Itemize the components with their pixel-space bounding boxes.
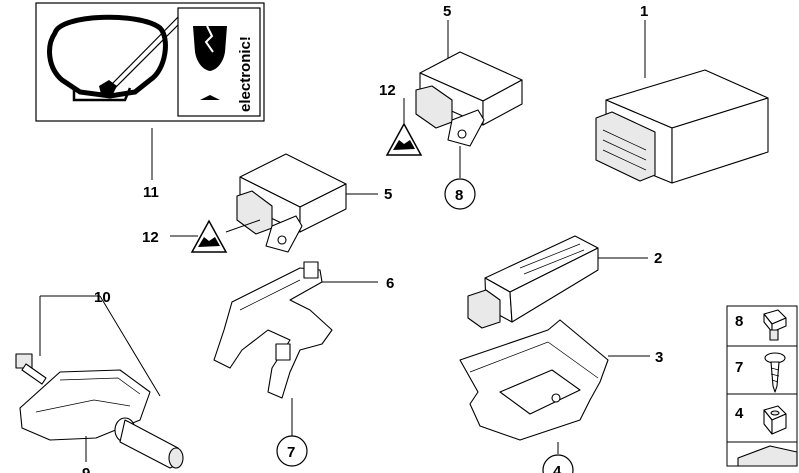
warning-text: electronic! — [237, 36, 254, 112]
fragile-glass-icon — [193, 25, 227, 100]
tire-sensor-icon — [47, 9, 186, 102]
antenna-part — [467, 235, 599, 329]
screw-icon — [764, 352, 786, 393]
bracket-part — [213, 261, 333, 399]
tpms-module-middle-part — [236, 153, 347, 253]
callout-9: 9 — [82, 465, 90, 473]
callout-3: 3 — [655, 349, 663, 366]
control-unit-part — [595, 69, 769, 184]
screw-small-part — [15, 353, 47, 385]
warning-triangle-middle-icon — [190, 219, 228, 253]
hex-bolt-icon — [763, 309, 787, 341]
callout-5-top: 5 — [443, 3, 451, 20]
holder-part — [459, 319, 609, 441]
small-parts-legend: 8 7 4 — [726, 305, 798, 467]
tpms-module-top-part — [415, 51, 523, 147]
callout-5-middle: 5 — [384, 186, 392, 203]
callout-12-middle: 12 — [142, 229, 159, 246]
callout-6: 6 — [386, 275, 394, 292]
callout-12-top: 12 — [379, 82, 396, 99]
connector-pins — [602, 129, 647, 171]
shim-icon — [737, 445, 798, 467]
legend-4: 4 — [735, 405, 744, 422]
legend-8: 8 — [735, 313, 743, 330]
callout-2: 2 — [654, 250, 662, 267]
hex-nut-icon — [763, 405, 787, 435]
callout-10: 10 — [94, 289, 111, 306]
legend-7: 7 — [735, 359, 743, 376]
callout-11: 11 — [143, 184, 159, 201]
warning-triangle-top-icon — [385, 122, 423, 156]
warning-sticker: electronic! — [35, 2, 265, 122]
callout-4: 4 — [553, 463, 562, 473]
callout-1: 1 — [640, 3, 648, 20]
callout-8: 8 — [455, 187, 463, 204]
callout-7: 7 — [287, 444, 295, 461]
valve-part — [114, 417, 184, 469]
